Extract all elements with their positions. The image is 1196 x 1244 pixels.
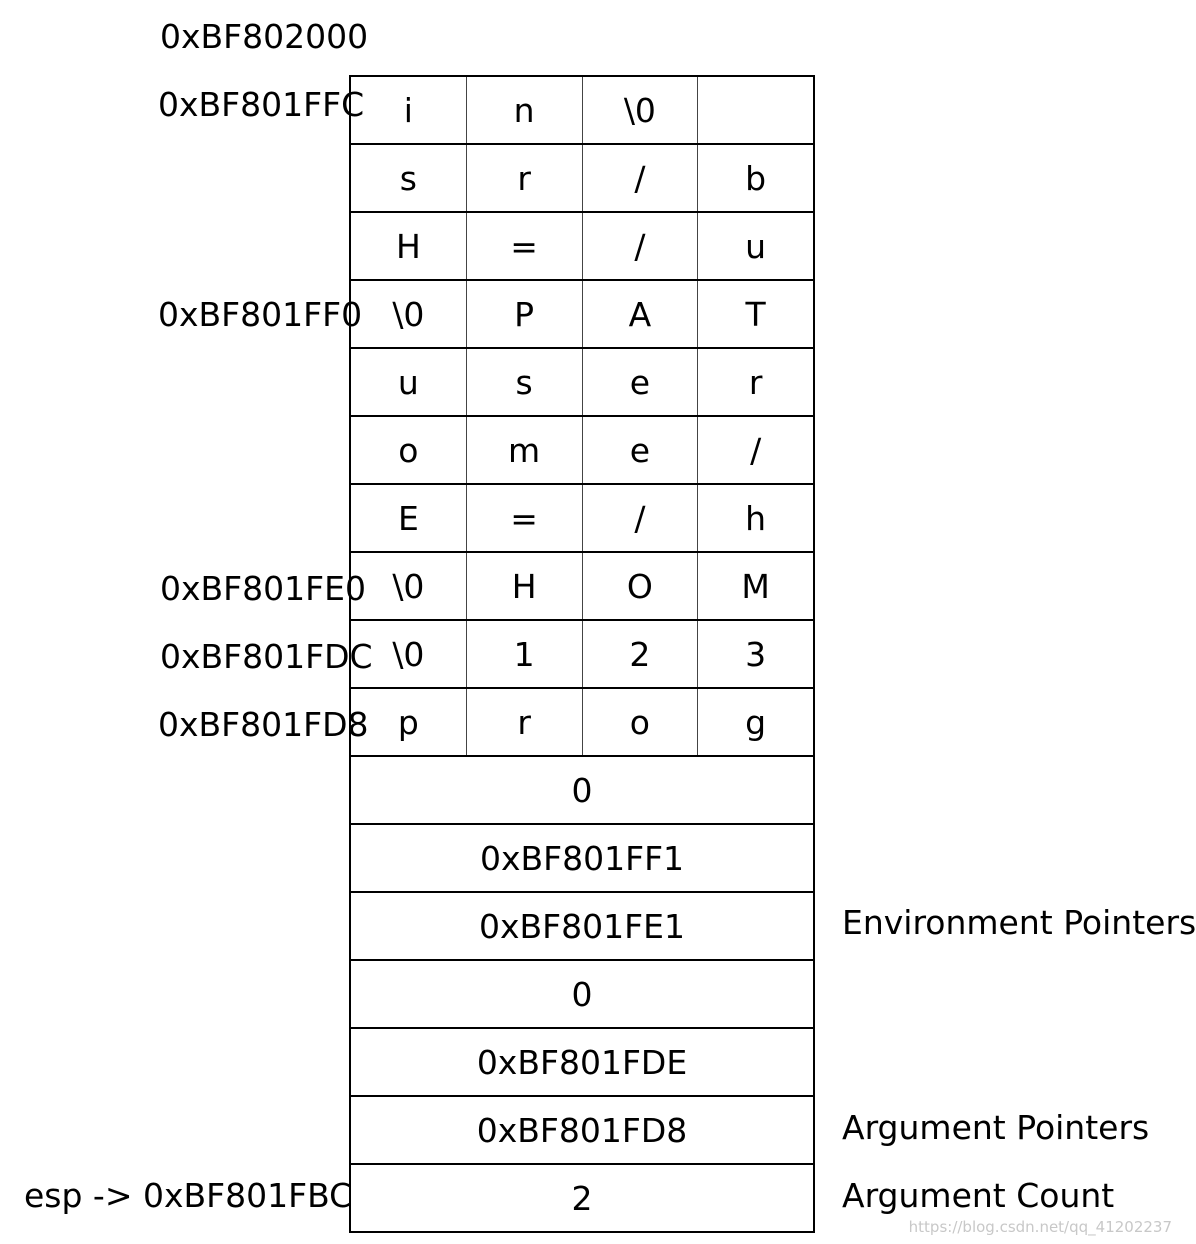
byte-row: u s e r xyxy=(349,349,815,417)
word-row: 0xBF801FF1 xyxy=(349,825,815,893)
stack-diagram: i n \0 s r / b H = / u \0 P A T u s e r … xyxy=(349,75,815,1233)
byte-cell: \0 xyxy=(351,553,467,619)
byte-cell: r xyxy=(748,362,763,402)
word-row: 0xBF801FDE xyxy=(349,1029,815,1097)
byte-cell: o xyxy=(351,417,467,483)
byte-cell: P xyxy=(467,281,583,347)
byte-cell: 1 xyxy=(467,621,583,687)
byte-cell: \0 xyxy=(351,281,467,347)
byte-cell: h xyxy=(745,498,767,538)
word-cell: 0xBF801FE1 xyxy=(479,906,685,946)
byte-cell: T xyxy=(745,294,766,334)
address-label-top: 0xBF802000 xyxy=(160,17,369,56)
word-row: 0xBF801FE1 xyxy=(349,893,815,961)
byte-cell: u xyxy=(351,349,467,415)
byte-cell: b xyxy=(745,158,767,198)
byte-cell: i xyxy=(351,77,467,143)
byte-cell: p xyxy=(351,689,467,755)
byte-cell: H xyxy=(351,213,467,279)
word-cell: 2 xyxy=(571,1178,593,1218)
byte-cell: \0 xyxy=(583,77,699,143)
word-row: 0xBF801FD8 xyxy=(349,1097,815,1165)
byte-cell: 3 xyxy=(745,634,767,674)
word-cell: 0xBF801FF1 xyxy=(479,838,685,878)
byte-cell: e xyxy=(583,349,699,415)
esp-label: esp -> 0xBF801FBC xyxy=(24,1176,353,1215)
address-label-ff0: 0xBF801FF0 xyxy=(158,295,363,334)
byte-row: H = / u xyxy=(349,213,815,281)
byte-cell: A xyxy=(583,281,699,347)
byte-cell: e xyxy=(583,417,699,483)
byte-row: i n \0 xyxy=(349,77,815,145)
byte-cell: s xyxy=(351,145,467,211)
word-row: 0 xyxy=(349,757,815,825)
byte-cell: E xyxy=(351,485,467,551)
byte-cell: u xyxy=(745,226,767,266)
byte-cell: / xyxy=(750,430,762,470)
byte-cell: / xyxy=(583,145,699,211)
byte-cell xyxy=(698,77,813,143)
byte-row: s r / b xyxy=(349,145,815,213)
byte-cell: m xyxy=(467,417,583,483)
byte-row: p r o g xyxy=(349,689,815,757)
argument-count-label: Argument Count xyxy=(842,1176,1115,1215)
byte-cell: H xyxy=(467,553,583,619)
byte-row: o m e / xyxy=(349,417,815,485)
byte-cell: 2 xyxy=(583,621,699,687)
word-cell: 0xBF801FDE xyxy=(476,1042,688,1082)
word-cell: 0 xyxy=(571,974,593,1014)
byte-cell: \0 xyxy=(351,621,467,687)
byte-row: E = / h xyxy=(349,485,815,553)
word-cell: 0xBF801FD8 xyxy=(476,1110,688,1150)
byte-cell: / xyxy=(583,213,699,279)
byte-cell: s xyxy=(467,349,583,415)
byte-cell: O xyxy=(583,553,699,619)
byte-cell: M xyxy=(741,566,770,606)
address-label-fe0: 0xBF801FE0 xyxy=(160,569,366,608)
word-row: 2 xyxy=(349,1165,815,1233)
watermark: https://blog.csdn.net/qq_41202237 xyxy=(908,1218,1172,1236)
environment-pointers-label: Environment Pointers xyxy=(842,903,1196,942)
byte-row: \0 H O M xyxy=(349,553,815,621)
address-label-fdc: 0xBF801FDC xyxy=(160,637,373,676)
argument-pointers-label: Argument Pointers xyxy=(842,1108,1150,1147)
byte-cell: o xyxy=(583,689,699,755)
byte-cell: r xyxy=(467,689,583,755)
byte-row: \0 1 2 3 xyxy=(349,621,815,689)
byte-cell: = xyxy=(467,485,583,551)
address-label-ffc: 0xBF801FFC xyxy=(158,85,365,124)
byte-cell: n xyxy=(467,77,583,143)
word-row: 0 xyxy=(349,961,815,1029)
word-cell: 0 xyxy=(571,770,593,810)
byte-row: \0 P A T xyxy=(349,281,815,349)
byte-cell: = xyxy=(467,213,583,279)
address-label-fd8: 0xBF801FD8 xyxy=(158,705,369,744)
byte-cell: r xyxy=(467,145,583,211)
byte-cell: / xyxy=(583,485,699,551)
byte-cell: g xyxy=(745,702,767,742)
